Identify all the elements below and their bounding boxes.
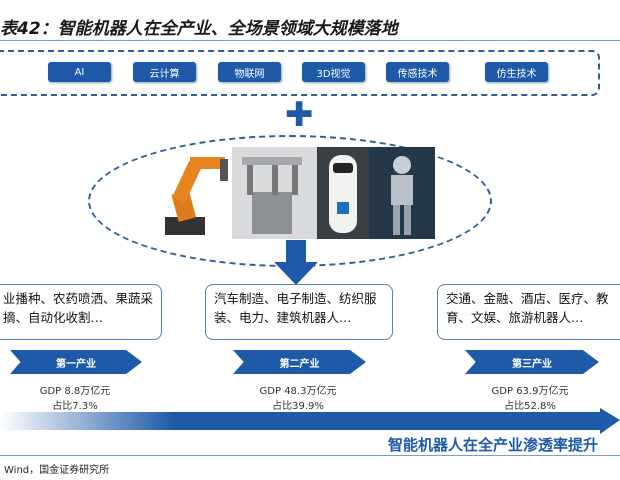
service-robot-image <box>317 147 369 239</box>
gdp-value: GDP 63.9万亿元 <box>491 386 569 397</box>
tech-sensing: 传感技术 <box>386 62 449 82</box>
surgical-robot-image <box>232 147 317 239</box>
penetration-arrow <box>0 408 620 434</box>
tech-bionic: 仿生技术 <box>485 62 548 82</box>
tech-ai: AI <box>48 62 111 82</box>
gdp-value: GDP 8.8万亿元 <box>39 386 111 397</box>
tech-iot: 物联网 <box>218 62 281 82</box>
divider <box>0 40 620 41</box>
primary-industry-examples: 业播种、农药喷洒、果蔬采摘、自动化收割… <box>0 284 162 340</box>
tertiary-industry-label: 第三产业 <box>465 350 599 374</box>
primary-industry-gdp: GDP 8.8万亿元占比7.3% <box>0 384 150 414</box>
tech-3d-vision: 3D视觉 <box>302 62 365 82</box>
plus-icon: ✚ <box>285 95 314 135</box>
primary-industry-label: 第一产业 <box>10 350 142 374</box>
secondary-industry-label: 第二产业 <box>233 350 366 374</box>
industrial-robot-arm-image <box>165 157 228 235</box>
tertiary-industry-examples: 交通、金融、酒店、医疗、教育、文娱、旅游机器人… <box>437 284 620 340</box>
tertiary-industry-gdp: GDP 63.9万亿元占比52.8% <box>455 384 605 414</box>
secondary-industry-gdp: GDP 48.3万亿元占比39.9% <box>223 384 373 414</box>
secondary-industry-examples: 汽车制造、电子制造、纺织服装、电力、建筑机器人… <box>205 284 393 340</box>
figure-title: 表42：智能机器人在全产业、全场景领域大规模落地 <box>0 19 398 39</box>
gdp-share: 占比52.8% <box>504 401 556 412</box>
divider <box>0 455 620 456</box>
humanoid-robot-image <box>369 147 435 239</box>
source-note: Wind，国金证券研究所 <box>4 465 110 476</box>
penetration-slogan: 智能机器人在全产业渗透率提升 <box>387 436 598 454</box>
gdp-share: 占比7.3% <box>52 401 98 412</box>
technology-group <box>0 50 600 96</box>
down-arrow-icon <box>274 240 318 285</box>
gdp-value: GDP 48.3万亿元 <box>259 386 337 397</box>
gdp-share: 占比39.9% <box>272 401 324 412</box>
tech-cloud: 云计算 <box>133 62 196 82</box>
